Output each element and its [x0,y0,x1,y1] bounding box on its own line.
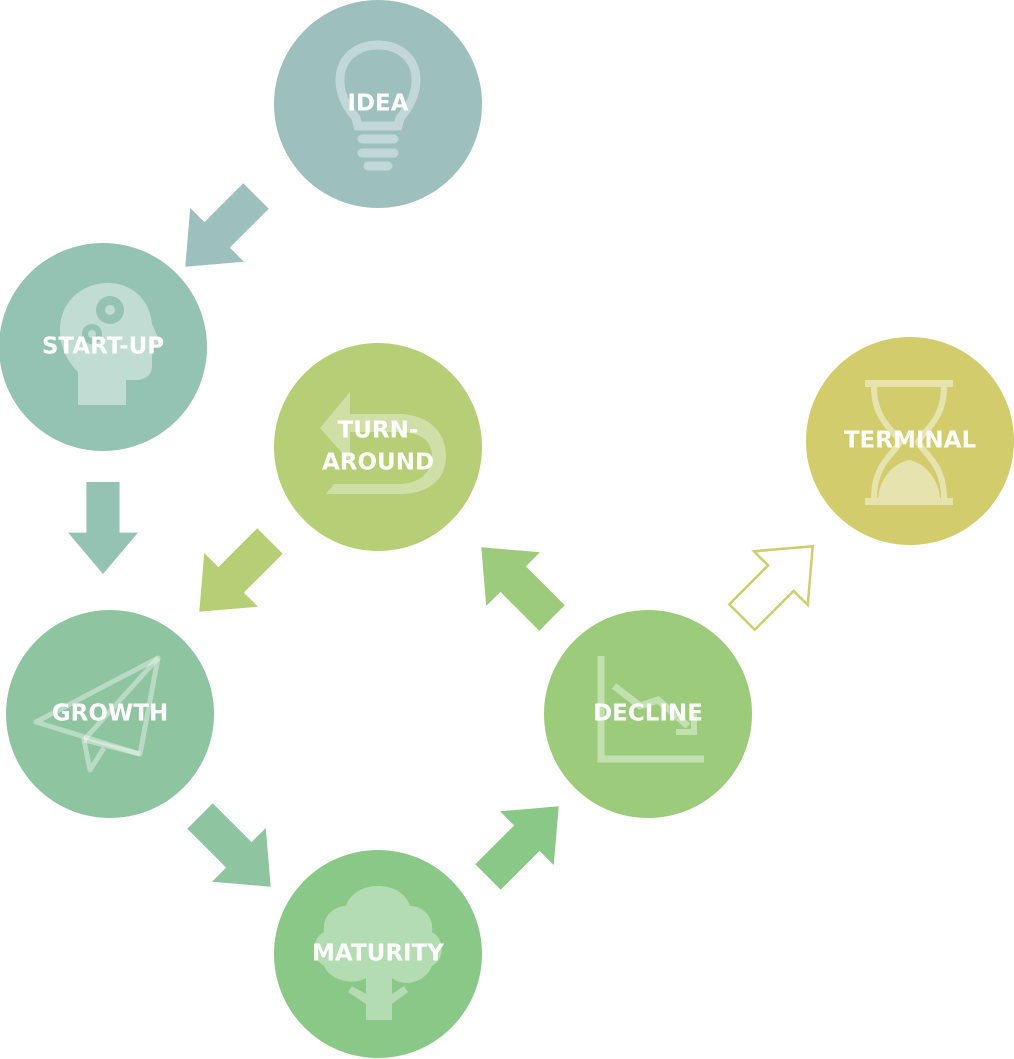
decline-circle [544,610,752,818]
stage-maturity: MATURITY [274,850,482,1058]
declining-chart-icon [597,656,704,763]
maturity-label: MATURITY [312,941,444,967]
arrows [68,169,841,914]
head-gears-icon [60,283,160,405]
hourglass-icon [865,380,953,505]
turnaround-label-line2: AROUND [322,450,434,476]
startup-label: START-UP [42,334,164,360]
arrow-maturity-to-decline [461,779,586,904]
turnaround-circle [274,343,482,551]
stage-startup: START-UP [0,243,207,451]
arrow-decline-to-terminal [713,518,841,646]
turnaround-label-line1: TURN- [338,418,419,444]
terminal-circle [806,337,1014,545]
idea-circle [274,0,482,208]
arrow-turnaround-to-growth [172,514,297,639]
stage-decline: DECLINE [544,610,752,818]
paper-plane-icon [33,655,161,773]
stage-terminal: TERMINAL [806,337,1014,545]
arrow-startup-to-growth [68,482,138,574]
decline-label: DECLINE [593,701,703,727]
stage-growth: GROWTH [6,610,214,818]
tree-icon [314,886,442,1020]
growth-circle [6,610,214,818]
stage-turnaround: TURN- AROUND [274,343,482,551]
maturity-circle [274,850,482,1058]
u-turn-arrow-icon [320,392,446,494]
idea-label: IDEA [347,91,408,117]
growth-label: GROWTH [52,701,168,727]
startup-circle [0,243,207,451]
arrow-growth-to-maturity [173,789,298,914]
arrow-decline-to-turnaround [454,520,579,645]
lightbulb-icon [335,40,421,171]
stage-idea: IDEA [274,0,482,208]
terminal-label: TERMINAL [844,428,977,454]
